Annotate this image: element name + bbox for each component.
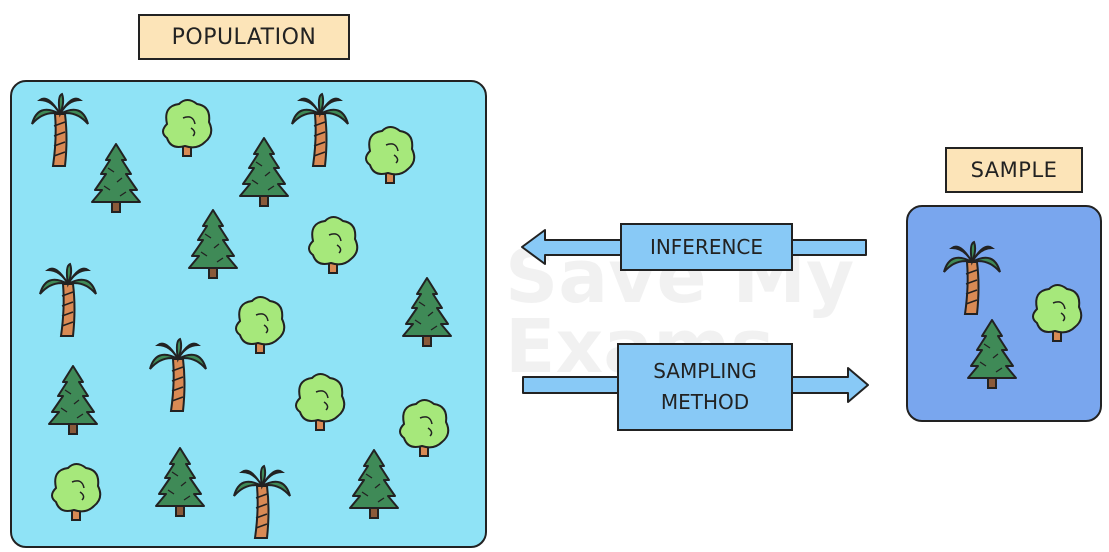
round-tree-icon xyxy=(51,463,102,521)
palm-tree-icon xyxy=(39,263,97,337)
pine-tree-icon xyxy=(239,137,289,207)
palm-tree-icon xyxy=(943,241,1001,315)
sampling-label-line-1: SAMPLING xyxy=(653,359,757,383)
pine-tree-icon xyxy=(967,319,1017,389)
palm-tree-icon xyxy=(31,93,89,167)
population-label: POPULATION xyxy=(138,14,350,60)
sampling-method-label: SAMPLING METHOD xyxy=(617,343,793,431)
round-tree-icon xyxy=(162,99,213,157)
round-tree-icon xyxy=(1032,284,1083,342)
pine-tree-icon xyxy=(155,447,205,517)
round-tree-icon xyxy=(235,296,286,354)
sampling-label-line-2: METHOD xyxy=(660,390,750,414)
palm-tree-icon xyxy=(291,93,349,167)
round-tree-icon xyxy=(399,399,450,457)
pine-tree-icon xyxy=(48,365,98,435)
pine-tree-icon xyxy=(349,449,399,519)
pine-tree-icon xyxy=(402,277,452,347)
pine-tree-icon xyxy=(188,209,238,279)
sample-label: SAMPLE xyxy=(945,147,1083,193)
round-tree-icon xyxy=(295,373,346,431)
round-tree-icon xyxy=(308,216,359,274)
round-tree-icon xyxy=(365,126,416,184)
pine-tree-icon xyxy=(91,143,141,213)
inference-label: INFERENCE xyxy=(620,223,793,271)
palm-tree-icon xyxy=(233,465,291,539)
palm-tree-icon xyxy=(149,338,207,412)
